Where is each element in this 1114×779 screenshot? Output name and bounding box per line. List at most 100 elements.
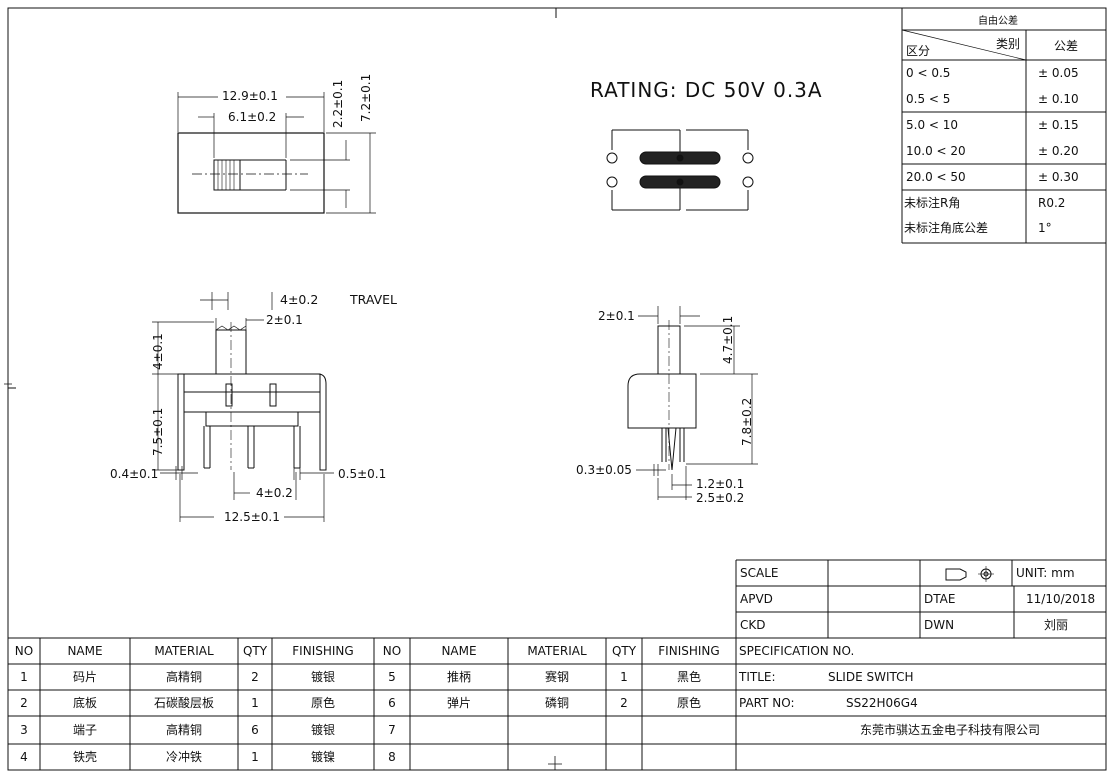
bom-cell: 6: [388, 696, 396, 710]
side-dim-pin-thk: 0.3±0.05: [576, 463, 632, 477]
tolerance-value: R0.2: [1038, 196, 1066, 210]
bom-cell: 高精铜: [165, 723, 202, 737]
bom-header-cell: NAME: [67, 644, 103, 658]
tolerance-header-type: 类别: [996, 37, 1021, 51]
schematic: [606, 129, 754, 211]
bom-cell: 磷铜: [544, 696, 569, 710]
side-dim-handle-len: 4.7±0.1: [721, 315, 735, 364]
tolerance-value: ± 0.20: [1038, 144, 1079, 158]
dim-handle-slot: 6.1±0.2: [228, 110, 277, 124]
title-value: SLIDE SWITCH: [828, 670, 914, 684]
bom-header-cell: QTY: [611, 644, 637, 658]
tolerance-title: 自由公差: [978, 16, 1018, 27]
bom-cell: 底板: [72, 696, 97, 710]
bom-cell: 2: [20, 696, 28, 710]
front-view: [152, 292, 334, 522]
title-label: TITLE:: [739, 670, 776, 684]
bom-cell: 黑色: [676, 670, 701, 684]
bom-header-cell: FINISHING: [292, 644, 354, 658]
bom-header-cell: MATERIAL: [154, 644, 214, 658]
bom-cell: 高精铜: [165, 670, 202, 684]
side-view: [627, 306, 758, 500]
tolerance-table-grid: [901, 8, 1106, 244]
bom-cell: 1: [251, 696, 259, 710]
tolerance-value: 1°: [1038, 221, 1052, 235]
tolerance-header-tol: 公差: [1054, 39, 1079, 53]
bom-cell: 3: [20, 723, 28, 737]
bom-cell: 7: [388, 723, 396, 737]
bom-cell: 石碳酸层板: [153, 696, 214, 710]
bom-cell: 1: [620, 670, 628, 684]
dim-pin-pitch: 4±0.2: [256, 486, 293, 500]
date-value: 11/10/2018: [1026, 592, 1096, 606]
tolerance-range: 20.0 < 50: [906, 170, 966, 184]
dim-handle-height: 2.2±0.1: [331, 79, 345, 128]
unit-label: UNIT: mm: [1016, 566, 1075, 580]
tolerance-header-range: 区分: [906, 44, 931, 58]
tolerance-range: 未标注R角: [904, 196, 961, 210]
part-no-value: SS22H06G4: [846, 696, 918, 710]
bom-header-cell: MATERIAL: [527, 644, 587, 658]
tolerance-range: 未标注角底公差: [904, 221, 989, 235]
dim-handle-width: 2±0.1: [266, 313, 303, 327]
tolerance-range: 10.0 < 20: [906, 144, 966, 158]
dim-travel: 4±0.2: [280, 292, 319, 307]
bom-cell: 推柄: [446, 670, 471, 684]
bom-cell: 镀银: [310, 670, 335, 684]
dim-pin-w-left: 0.4±0.1: [110, 467, 159, 481]
bom-cell: 2: [620, 696, 628, 710]
tolerance-range: 0 < 0.5: [906, 66, 951, 80]
dim-overall-length: 12.9±0.1: [222, 89, 278, 103]
tolerance-value: ± 0.10: [1038, 92, 1079, 106]
bom-header-cell: FINISHING: [658, 644, 720, 658]
apvd-label: APVD: [740, 592, 773, 606]
bom-cell: 镀镍: [310, 750, 335, 764]
tolerance-range: 5.0 < 10: [906, 118, 959, 132]
bom-cell: 赛钢: [544, 670, 569, 684]
spec-no-label: SPECIFICATION NO.: [739, 644, 855, 658]
bom-header-cell: NAME: [441, 644, 477, 658]
bom-cell: 2: [251, 670, 259, 684]
bom-header-cell: NO: [382, 644, 402, 658]
date-label: DTAE: [924, 592, 956, 606]
bom-cell: 冷冲铁: [165, 750, 202, 764]
side-dim-pin-span: 2.5±0.2: [696, 491, 745, 505]
dwn-value: 刘丽: [1044, 618, 1069, 632]
bom-header-cell: QTY: [242, 644, 268, 658]
part-no-label: PART NO:: [739, 696, 795, 710]
bom-cell: 端子: [72, 723, 97, 737]
scale-label: SCALE: [740, 566, 779, 580]
bom-cell: 1: [20, 670, 28, 684]
title-block-grid: [8, 559, 1106, 770]
tolerance-value: ± 0.15: [1038, 118, 1079, 132]
bom-cell: 4: [20, 750, 28, 764]
dim-pin-w-right: 0.5±0.1: [338, 467, 387, 481]
top-view: [177, 92, 376, 214]
tolerance-range: 0.5 < 5: [906, 92, 951, 106]
bom-cell: 原色: [310, 696, 335, 710]
dim-pin-span: 12.5±0.1: [224, 510, 280, 524]
bom-header-cell: NO: [14, 644, 34, 658]
bom-cell: 弹片: [446, 696, 471, 710]
dim-handle-len: 4±0.1: [151, 333, 165, 370]
bom-cell: 6: [251, 723, 259, 737]
side-dim-handle-w: 2±0.1: [598, 309, 635, 323]
travel-label: TRAVEL: [350, 292, 397, 307]
dim-body-h: 7.5±0.1: [151, 407, 165, 456]
company-name: 东莞市骐达五金电子科技有限公司: [860, 723, 1041, 737]
dwn-label: DWN: [924, 618, 955, 632]
tolerance-value: ± 0.05: [1038, 66, 1079, 80]
bom-cell: 5: [388, 670, 396, 684]
tolerance-value: ± 0.30: [1038, 170, 1079, 184]
bom-cell: 原色: [676, 696, 701, 710]
side-dim-body-h: 7.8±0.2: [740, 397, 754, 446]
bom-cell: 8: [388, 750, 396, 764]
bom-cell: 1: [251, 750, 259, 764]
side-dim-pin-off: 1.2±0.1: [696, 477, 745, 491]
ckd-label: CKD: [740, 618, 766, 632]
bom-cell: 铁壳: [72, 750, 97, 764]
bom-cell: 镀银: [310, 723, 335, 737]
dim-body-height: 7.2±0.1: [359, 73, 373, 122]
